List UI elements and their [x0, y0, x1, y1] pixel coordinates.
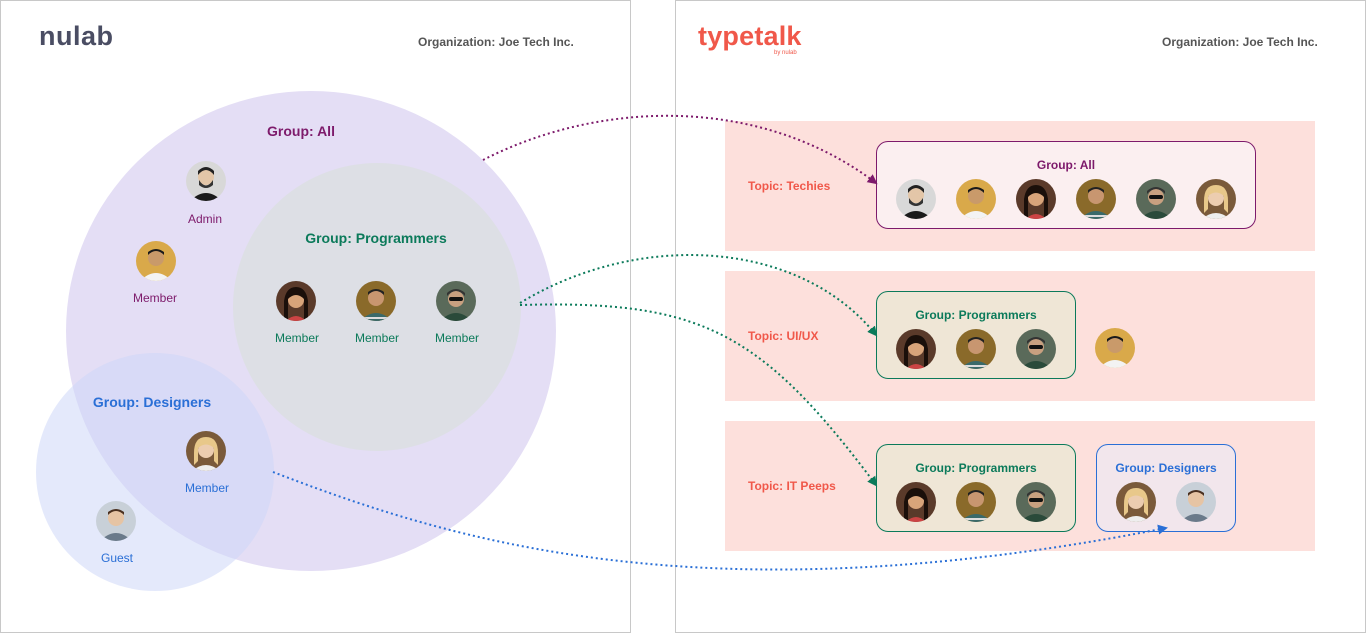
member-avatar-icon — [1016, 179, 1056, 219]
member-avatar-icon — [896, 482, 936, 522]
group-programmers-box: Group: Programmers — [876, 291, 1076, 379]
group-designers-label: Group: Designers — [92, 394, 212, 410]
guest-label: Guest — [100, 551, 134, 565]
member-label: Member — [184, 481, 230, 495]
typetalk-panel: typetalk by nulab Organization: Joe Tech… — [675, 0, 1366, 633]
member-label: Member — [274, 331, 320, 345]
member-avatar-icon — [1196, 179, 1236, 219]
member-avatar-icon — [956, 329, 996, 369]
group-designers-box-label: Group: Designers — [1115, 461, 1217, 475]
member-avatar-icon — [356, 281, 396, 321]
member-label: Member — [354, 331, 400, 345]
member-avatar-icon — [136, 241, 176, 281]
member-avatar-icon — [1116, 482, 1156, 522]
member-avatar-icon — [1016, 482, 1056, 522]
group-programmers-label: Group: Programmers — [305, 230, 447, 246]
member-avatar-icon — [1016, 329, 1056, 369]
typetalk-logo-byline: by nulab — [774, 50, 797, 56]
member-label: Member — [434, 331, 480, 345]
organization-label: Organization: Joe Tech Inc. — [1162, 35, 1318, 49]
member-label: Member — [132, 291, 178, 305]
admin-avatar-icon — [896, 179, 936, 219]
member-avatar-icon — [186, 431, 226, 471]
nulab-logo: nulab — [39, 21, 114, 51]
member-avatar-icon — [1095, 328, 1135, 368]
group-programmers-box-label: Group: Programmers — [915, 308, 1037, 322]
group-programmers-box: Group: Programmers — [876, 444, 1076, 532]
member-avatar-icon — [276, 281, 316, 321]
group-programmers-box-label: Group: Programmers — [915, 461, 1037, 475]
member-avatar-icon — [896, 329, 936, 369]
organization-label: Organization: Joe Tech Inc. — [418, 35, 574, 49]
group-all-label: Group: All — [267, 123, 335, 139]
nulab-panel: nulab Organization: Joe Tech Inc. Group:… — [0, 0, 631, 633]
topic-techies-label: Topic: Techies — [748, 179, 831, 193]
member-avatar-icon — [436, 281, 476, 321]
guest-avatar-icon — [1176, 482, 1216, 522]
group-designers-circle — [36, 353, 274, 591]
typetalk-logo: typetalk — [698, 21, 802, 51]
topic-uiux-label: Topic: UI/UX — [748, 329, 819, 343]
group-all-box: Group: All — [876, 141, 1256, 229]
admin-avatar-icon — [186, 161, 226, 201]
admin-label: Admin — [187, 212, 223, 226]
member-avatar-icon — [956, 482, 996, 522]
group-designers-box: Group: Designers — [1096, 444, 1236, 532]
guest-avatar-icon — [96, 501, 136, 541]
member-avatar-icon — [1136, 179, 1176, 219]
topic-itpeeps-label: Topic: IT Peeps — [748, 479, 836, 493]
member-avatar-icon — [1076, 179, 1116, 219]
member-avatar-icon — [956, 179, 996, 219]
group-all-box-label: Group: All — [1036, 158, 1096, 172]
